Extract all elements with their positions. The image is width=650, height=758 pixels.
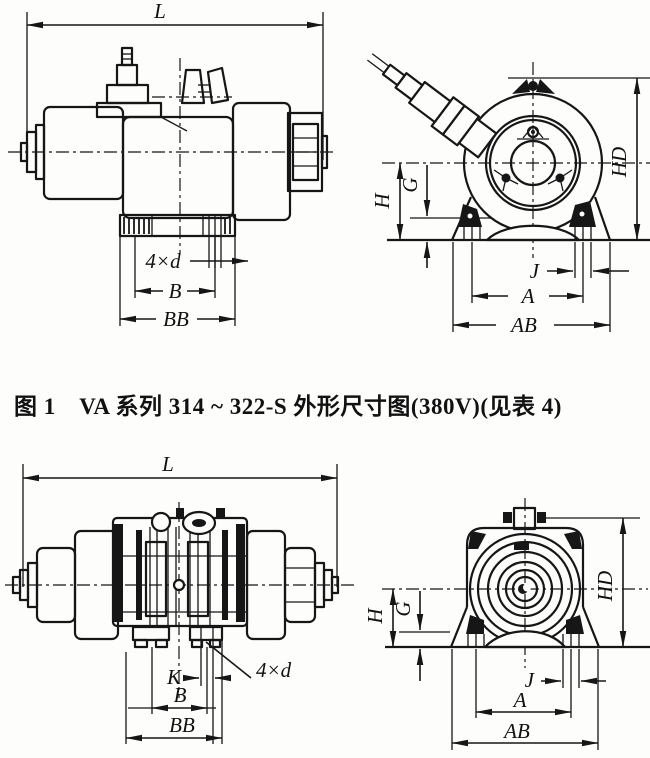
fig2-eye-bolt [150, 511, 172, 533]
fig1-dim-label-L: L [153, 0, 166, 23]
fig1-dim-label-J: J [530, 259, 541, 283]
fig1-top-lug-bolt [528, 81, 538, 91]
fig1-motor-left-housing [42, 105, 125, 201]
fig1-mounting-foot [118, 213, 237, 238]
fig1-motor-right-housing [231, 101, 292, 222]
fig2-dim-label-G: G [391, 601, 415, 616]
fig1-top-bolt [115, 63, 139, 87]
fig2-leader-4xd [205, 641, 252, 679]
fig2-dim-label-A: A [512, 688, 527, 712]
fig1-caption: 图 1 VA 系列 314 ~ 322-S 外形尺寸图(380V)(见表 4) [14, 393, 562, 419]
fig1-base-arch [485, 224, 581, 242]
fig2-foot-right [188, 625, 224, 642]
fig2-dim-label-J: J [525, 668, 536, 692]
fig2-dim-label-HD: HD [593, 571, 617, 602]
fig2-dim-label-AB: AB [502, 719, 530, 743]
fig2-dim-label-H: H [363, 607, 387, 625]
fig1-side-view: L 4×d B BB [8, 0, 337, 331]
fig2-base-arch [483, 630, 567, 649]
fig2-dim-label-4xd: 4×d [256, 658, 292, 682]
fig2-terminal-fitting [512, 506, 537, 531]
fig1-dim-label-G: G [398, 177, 422, 192]
fig2-corner-clamp-left [468, 531, 486, 549]
fig2-foot-left [131, 625, 171, 642]
fig2-corner-clamp-right [564, 531, 582, 549]
fig2-dim-label-BB: BB [169, 713, 195, 737]
fig1-dim-label-B: B [169, 279, 182, 303]
fig2-side-view: L [5, 452, 355, 744]
fig2-foot-clamp-left [466, 615, 484, 634]
fig2-dim-label-K: K [166, 665, 182, 689]
fig2-dim-label-L: L [161, 452, 174, 476]
fig1-top-clamp-left [180, 68, 206, 105]
fig1-dim-label-H: H [370, 192, 394, 210]
fig1-cable-gland [367, 53, 498, 159]
fig1-motor-center-body [121, 115, 235, 220]
fig1-dim-label-4xd: 4×d [145, 249, 181, 273]
fig1-dim-label-HD: HD [607, 147, 631, 178]
fig2-end-hub [504, 568, 546, 610]
fig1-dim-label-AB: AB [509, 313, 537, 337]
fig2-center-fins [113, 527, 247, 625]
fig1-top-clamp-right [206, 66, 230, 105]
fig1-foot-hatching [123, 217, 231, 234]
fig1-end-shaft-bore [509, 139, 557, 187]
fig1-dim-label-A: A [520, 284, 535, 308]
fig2-foot-clamp-right [566, 615, 584, 634]
fig1-dim-label-BB: BB [163, 307, 189, 331]
fig2-right-end-cap [283, 546, 317, 624]
fig2-dim-label-B: B [174, 683, 187, 707]
fig2-end-view: H G HD J A AB [363, 498, 650, 750]
fig1-end-view: H G HD J A AB [367, 53, 650, 337]
